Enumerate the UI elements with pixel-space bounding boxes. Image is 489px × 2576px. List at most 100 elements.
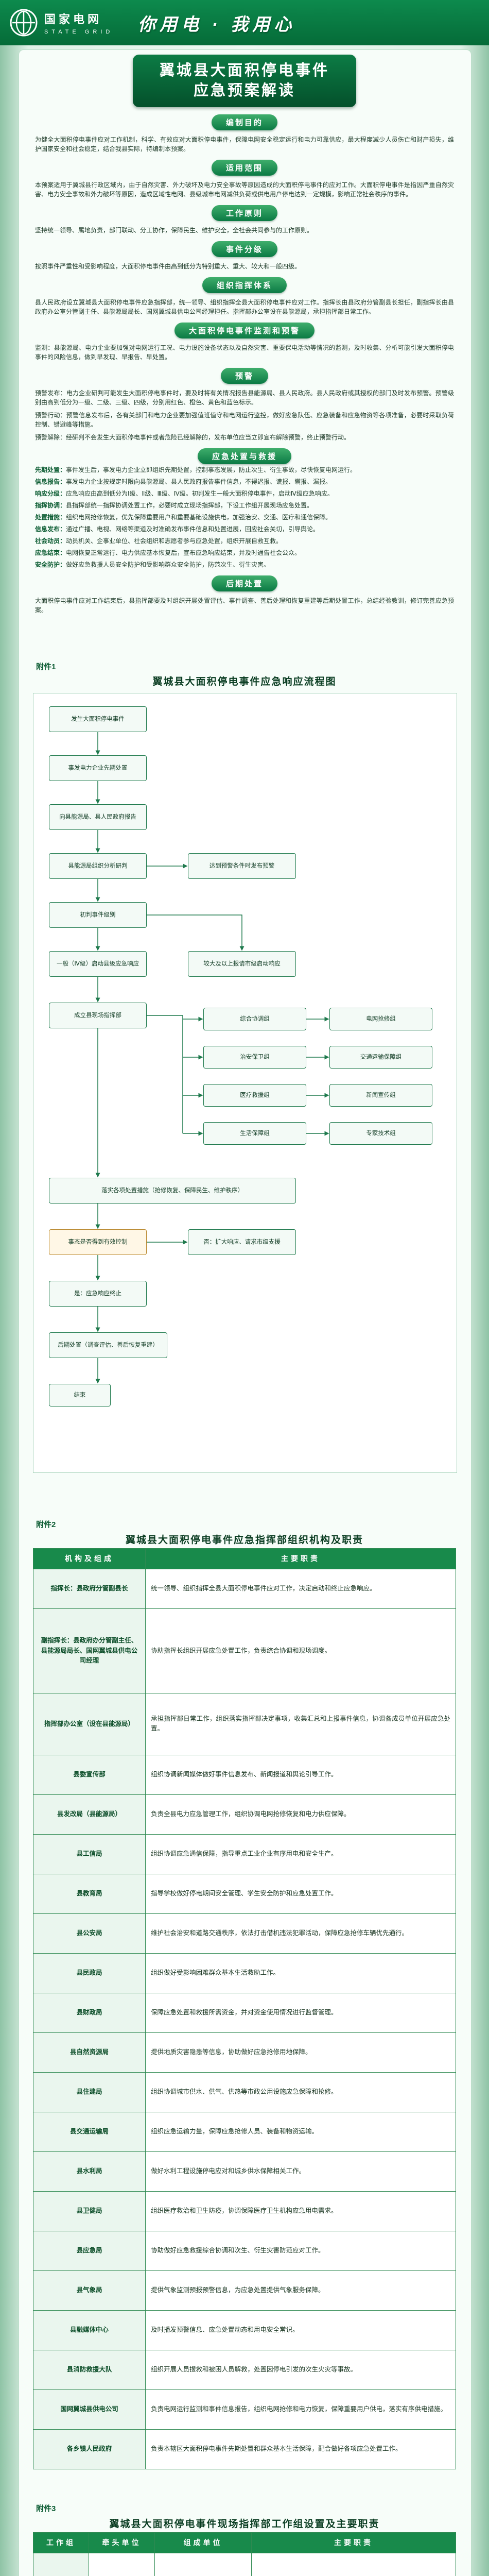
workgroup-table: 工作组 牵头单位 组成单位 主要职责 综合协调组 县能源局 县政府办、县应急局、…	[33, 2532, 456, 2576]
section-heading: 编制目的	[225, 118, 263, 127]
duty-cell: 维护社会治安和道路交通秩序，依法打击借机违法犯罪活动，保障应急抢修车辆优先通行。	[145, 1913, 456, 1954]
flow-node-group-coord: 综合协调组	[203, 1008, 306, 1030]
org-cell: 国网翼城县供电公司	[33, 2389, 146, 2430]
flow-node-field-hq: 成立县现场指挥部	[49, 1003, 147, 1028]
response-item-text: 组织电网抢修恢复，优先保障重要用户和重要基础设施供电，加强治安、交通、医疗和通信…	[66, 514, 332, 521]
brand-text: 国家电网 STATE GRID	[44, 10, 113, 35]
duty-cell: 保障应急处置和救援所需资金，并对资金使用情况进行监督管理。	[145, 1993, 456, 2033]
duty-cell: 负责电网运行监测和事件信息报告，组织电网抢修和电力恢复，保障重要用户供电，落实有…	[145, 2389, 456, 2430]
response-item-text: 通过广播、电视、网络等渠道及时准确发布事件信息和处置进展，回应社会关切，引导舆论…	[66, 526, 320, 533]
response-item-lead: 安全防护：	[35, 561, 66, 568]
state-grid-emblem-icon	[9, 8, 38, 37]
table-row: 县交通运输局 组织应急运输力量，保障应急抢修人员、装备和物资运输。	[33, 2112, 456, 2152]
flow-node-measures: 落实各项处置措施（抢修恢复、保障民生、维护秩序）	[49, 1178, 296, 1204]
flow-node-level4: 一般（Ⅳ级）启动县级应急响应	[49, 951, 147, 977]
flow-node-grade: 初判事件级别	[49, 902, 147, 928]
flow-node-escalate: 较大及以上报请市级启动响应	[188, 951, 296, 977]
section-purpose: 编制目的 为健全大面积停电事件应对工作机制，科学、有效应对大面积停电事件，保障电…	[35, 111, 454, 154]
org-cell: 县工信局	[33, 1834, 146, 1875]
flow-node-group-repair: 电网抢修组	[329, 1008, 432, 1030]
duty-cell: 及时播发预警信息、应急处置动态和用电安全常识。	[145, 2310, 456, 2350]
attachment1-label: 附件1	[36, 663, 56, 671]
table-row: 县住建局 组织协调城市供水、供气、供热等市政公用设施应急保障和抢修。	[33, 2072, 456, 2112]
workgroup-table-body: 综合协调组 县能源局 县政府办、县应急局、事发地乡镇政府 传达落实指挥部指令，统…	[33, 2553, 456, 2576]
section-heading-pill: 编制目的	[211, 114, 277, 130]
table-row: 指挥长：县政府分管副县长 统一领导、组织指挥全县大面积停电事件应对工作，决定启动…	[33, 1569, 456, 1609]
response-item-lead: 应急结束：	[35, 549, 66, 556]
table-row: 县自然资源局 提供地质灾害隐患等信息，协助做好应急抢修用地保障。	[33, 2032, 456, 2073]
duty-cell: 组织医疗救治和卫生防疫，协调保障医疗卫生机构应急用电需求。	[145, 2191, 456, 2231]
section-paragraph: 为健全大面积停电事件应对工作机制，科学、有效应对大面积停电事件，保障电网安全稳定…	[35, 136, 454, 152]
section-paragraph: 本预案适用于翼城县行政区域内，由于自然灾害、外力破坏及电力安全事故等原因造成的大…	[35, 181, 454, 198]
section-paragraph: 按照事件严重性和受影响程度，大面积停电事件由高到低分为特别重大、重大、较大和一般…	[35, 263, 301, 270]
flow-node-expand: 否：扩大响应、请求市级支援	[188, 1229, 296, 1255]
lead-unit-cell: 县能源局	[89, 2553, 155, 2576]
org-cell: 县财政局	[33, 1993, 146, 2033]
table-row: 县发改局（县能源局） 负责全县电力应急管理工作，组织协调电网抢修恢复和电力供应保…	[33, 1794, 456, 1835]
interpretive-sections: 编制目的 为健全大面积停电事件应对工作机制，科学、有效应对大面积停电事件，保障电…	[35, 111, 454, 654]
section-heading-pill: 应急处置与救援	[197, 448, 291, 464]
section-response: 应急处置与救援 先期处置：事件发生后，事发电力企业立即组织先期处置，控制事态发展…	[35, 445, 454, 569]
flow-node-warning: 达到预警条件时发布预警	[188, 853, 296, 879]
duty-cell: 提供气象监测预报预警信息，为应急处置提供气象服务保障。	[145, 2270, 456, 2311]
section-paragraph: 预警解除：经研判不会发生大面积停电事件或者危险已经解除的，发布单位应当立即宣布解…	[35, 434, 351, 441]
group-cell: 综合协调组	[33, 2553, 89, 2576]
response-item: 信息报告：事发电力企业按规定时限向县能源局、县人民政府报告事件信息，不得迟报、谎…	[35, 477, 454, 486]
brand-name-cn: 国家电网	[44, 13, 102, 26]
section-heading-pill: 适用范围	[211, 160, 277, 176]
brand-slogan: 你用电 · 我用心	[138, 15, 296, 35]
duty-cell: 做好水利工程设施停电应对和城乡供水保障相关工作。	[145, 2151, 456, 2192]
duty-column-header: 主要职责	[251, 2532, 456, 2553]
org-cell: 县融媒体中心	[33, 2310, 146, 2350]
response-item: 社会动员：动员机关、企事业单位、社会组织和志愿者参与应急处置，组织开展自救互救。	[35, 536, 454, 546]
table-row: 县水利局 做好水利工程设施停电应对和城乡供水保障相关工作。	[33, 2151, 456, 2192]
org-column-header: 机构及组成	[33, 1548, 146, 1569]
org-cell: 县发改局（县能源局）	[33, 1794, 146, 1835]
section-heading: 适用范围	[225, 164, 263, 173]
flow-node-report: 向县能源局、县人民政府报告	[49, 804, 147, 830]
response-item-lead: 信息发布：	[35, 526, 66, 533]
org-cell: 县教育局	[33, 1874, 146, 1914]
flow-node-event: 发生大面积停电事件	[49, 706, 147, 732]
table-header-row: 机构及组成 主要职责	[33, 1548, 456, 1569]
table-row: 县消防救援大队 组织开展人员搜救和被困人员解救，处置因停电引发的次生火灾等事故。	[33, 2349, 456, 2390]
org-cell: 县交通运输局	[33, 2112, 146, 2152]
table-row: 综合协调组 县能源局 县政府办、县应急局、事发地乡镇政府 传达落实指挥部指令，统…	[33, 2553, 456, 2576]
table-row: 国网翼城县供电公司 负责电网运行监测和事件信息报告，组织电网抢修和电力恢复，保障…	[33, 2389, 456, 2430]
section-paragraph: 预警行动：预警信息发布后，各有关部门和电力企业要加强值班值守和电网运行监控，做好…	[35, 412, 454, 428]
flow-node-group-living: 生活保障组	[203, 1122, 306, 1145]
table-row: 县气象局 提供气象监测预报预警信息，为应急处置提供气象服务保障。	[33, 2270, 456, 2311]
flow-node-terminate: 是：应急响应终止	[49, 1281, 147, 1307]
attachment3-title: 翼城县大面积停电事件现场指挥部工作组设置及主要职责	[109, 2519, 380, 2530]
flow-node-group-news: 新闻宣传组	[329, 1084, 432, 1107]
table-row: 县应急局 协助做好应急救援综合协调和次生、衍生灾害防范应对工作。	[33, 2230, 456, 2271]
table-row: 县财政局 保障应急处置和救援所需资金，并对资金使用情况进行监督管理。	[33, 1993, 456, 2033]
duty-cell: 指导学校做好停电期间安全管理、学生安全防护和应急处置工作。	[145, 1874, 456, 1914]
org-cell: 县应急局	[33, 2230, 146, 2271]
org-cell: 县气象局	[33, 2270, 146, 2311]
attachment2-title: 翼城县大面积停电事件应急指挥部组织机构及职责	[125, 1535, 363, 1546]
poster-title-line1: 翼城县大面积停电事件	[159, 62, 330, 79]
duty-cell: 组织做好受影响困难群众基本生活救助工作。	[145, 1953, 456, 1994]
response-item: 先期处置：事件发生后，事发电力企业立即组织先期处置，控制事态发展，防止次生、衍生…	[35, 465, 454, 474]
section-heading-pill: 工作原则	[211, 205, 277, 221]
section-monitoring: 大面积停电事件监测和预警 监测：县能源局、电力企业要加强对电网运行工况、电力设施…	[35, 319, 454, 362]
response-item-lead: 先期处置：	[35, 466, 66, 473]
flow-node-decision: 事态是否得到有效控制	[49, 1229, 147, 1255]
duty-cell: 承担指挥部日常工作，组织落实指挥部决定事项，收集汇总和上报事件信息，协调各成员单…	[145, 1692, 456, 1756]
duty-cell: 组织协调城市供水、供气、供热等市政公用设施应急保障和抢修。	[145, 2072, 456, 2112]
duty-cell: 传达落实指挥部指令，统筹协调各工作组开展处置工作；收集汇总事件信息和处置进展，及…	[251, 2553, 456, 2576]
poster-title-line2: 应急预案解读	[193, 82, 296, 99]
section-heading-pill: 预警	[220, 368, 268, 384]
table-row: 县民政局 组织做好受影响困难群众基本生活救助工作。	[33, 1953, 456, 1994]
duty-cell: 组织开展人员搜救和被困人员解救，处置因停电引发的次生火灾等事故。	[145, 2349, 456, 2390]
section-paragraph: 预警发布：电力企业研判可能发生大面积停电事件时，要及时将有关情况报告县能源局、县…	[35, 389, 454, 406]
org-cell: 县消防救援大队	[33, 2349, 146, 2390]
response-item: 安全防护：做好应急救援人员安全防护和受影响群众安全防护，防范次生、衍生灾害。	[35, 560, 454, 569]
org-cell: 县住建局	[33, 2072, 146, 2112]
members-cell: 县政府办、县应急局、事发地乡镇政府	[154, 2553, 252, 2576]
flow-node-assess: 县能源局组织分析研判	[49, 853, 147, 879]
section-paragraph: 监测：县能源局、电力企业要加强对电网运行工况、电力设施设备状态以及自然灾害、重要…	[35, 344, 454, 361]
flow-node-initial: 事发电力企业先期处置	[49, 755, 147, 781]
section-heading: 事件分级	[225, 245, 263, 254]
